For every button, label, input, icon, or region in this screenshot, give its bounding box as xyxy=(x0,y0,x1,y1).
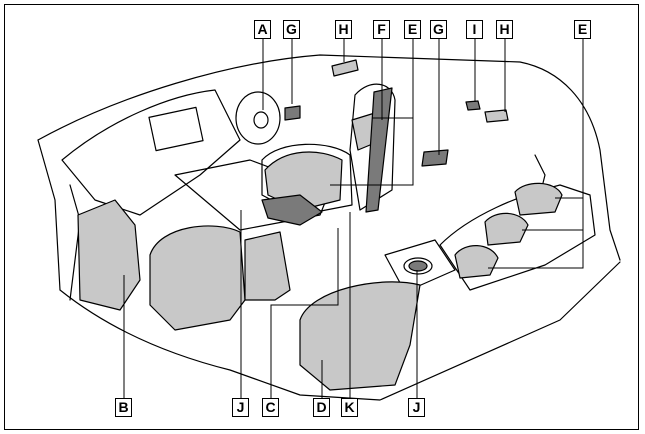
callout-i: I xyxy=(466,20,483,39)
leader-e-right xyxy=(488,38,584,269)
console-lid xyxy=(261,194,323,226)
front-floor-mat xyxy=(77,199,141,311)
front-seatback-panel xyxy=(264,151,343,211)
callout-e-right: E xyxy=(574,20,591,39)
callout-e-top: E xyxy=(404,20,421,39)
callout-j-left: J xyxy=(232,398,249,417)
rear-seat-cushion xyxy=(299,281,421,391)
steering-hub xyxy=(253,111,269,129)
rear-cupholder xyxy=(403,257,433,275)
front-passenger-seatback xyxy=(261,143,353,216)
callout-g-top: G xyxy=(283,20,300,39)
front-seat-cushion xyxy=(149,225,246,331)
callout-h-right: H xyxy=(496,20,513,39)
callout-f: F xyxy=(373,20,390,39)
callout-h-top: H xyxy=(335,20,352,39)
callout-d: D xyxy=(313,398,330,417)
vanity-mirror-right xyxy=(421,149,449,167)
dashboard-outline xyxy=(61,89,241,216)
callout-b: B xyxy=(115,398,132,417)
front-seat-side xyxy=(244,231,291,301)
leader-c xyxy=(270,228,339,398)
display-screen xyxy=(148,106,204,152)
rear-headrest-3 xyxy=(454,245,499,279)
callout-c: C xyxy=(262,398,279,417)
callout-j-right: J xyxy=(408,398,425,417)
seatbelt-strip xyxy=(365,87,393,213)
rear-headrest-1 xyxy=(514,182,563,216)
rear-cupholder-fill xyxy=(408,260,428,272)
leader-e-top xyxy=(330,38,414,186)
cabin-roof-outline xyxy=(37,54,621,261)
vanity-mirror-left xyxy=(284,105,301,121)
grab-handle-right xyxy=(484,109,509,123)
cabin-left-wall xyxy=(37,139,61,291)
steering-wheel xyxy=(235,91,281,145)
cabin-floor-outline xyxy=(59,261,621,401)
callout-a: A xyxy=(254,20,271,39)
diagram-frame xyxy=(4,4,639,430)
rear-armrest xyxy=(384,239,456,293)
callout-k: K xyxy=(341,398,358,417)
grab-handle-left xyxy=(331,59,359,77)
map-light xyxy=(465,100,481,111)
callout-g-mid: G xyxy=(430,20,447,39)
rear-headrest-2 xyxy=(484,212,529,246)
